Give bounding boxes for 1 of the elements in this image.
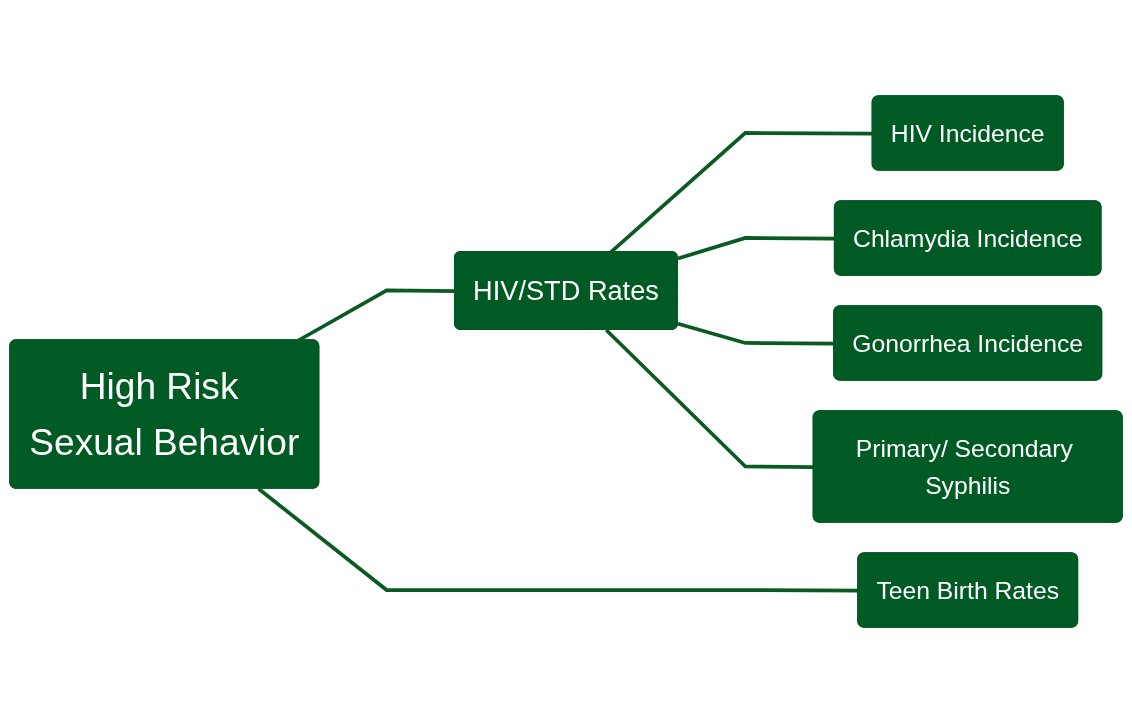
connector [604,328,814,469]
